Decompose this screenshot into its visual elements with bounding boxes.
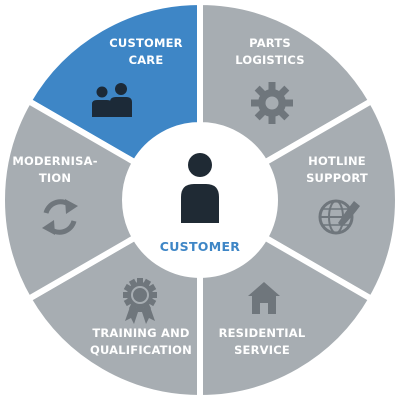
segment-label-line: QUALIFICATION [90, 343, 192, 357]
gear-icon [251, 82, 293, 124]
segment-label: HOTLINE SUPPORT [306, 154, 368, 185]
refresh-icon [42, 199, 78, 235]
center-label: CUSTOMER [160, 239, 241, 254]
segment-background [197, 233, 376, 400]
segment-label-line: HOTLINE [308, 154, 366, 168]
segment-label-line: PARTS [249, 36, 291, 50]
globe-phone-icon [318, 199, 360, 235]
segment-label: CUSTOMER CARE [109, 36, 182, 67]
segment-background [260, 96, 400, 304]
person-icon [181, 153, 219, 223]
segment-residential-service[interactable]: RESIDENTIAL SERVICE [197, 233, 376, 400]
segment-modernisation[interactable]: MODERNISA- TION [0, 96, 140, 304]
segment-label-line: RESIDENTIAL [219, 326, 306, 340]
center-hub: CUSTOMER [127, 127, 273, 273]
segment-label: TRAINING AND QUALIFICATION [90, 326, 192, 357]
segment-label: PARTS LOGISTICS [235, 36, 305, 67]
segment-label: MODERNISA- TION [12, 154, 97, 185]
segment-label: RESIDENTIAL SERVICE [219, 326, 306, 357]
segment-label-line: TRAINING AND [92, 326, 189, 340]
award-icon [123, 278, 157, 324]
segment-label-line: CUSTOMER [109, 36, 182, 50]
segment-label-line: SUPPORT [306, 171, 368, 185]
segment-label-line: CARE [129, 53, 164, 67]
people-icon [92, 83, 132, 117]
segment-label-line: MODERNISA- [12, 154, 97, 168]
segment-hotline-support[interactable]: HOTLINE SUPPORT [260, 96, 400, 304]
segment-label-line: TION [39, 171, 71, 185]
segment-background [0, 96, 140, 304]
segment-label-line: LOGISTICS [235, 53, 305, 67]
segment-label-line: SERVICE [234, 343, 290, 357]
house-icon [248, 282, 280, 314]
